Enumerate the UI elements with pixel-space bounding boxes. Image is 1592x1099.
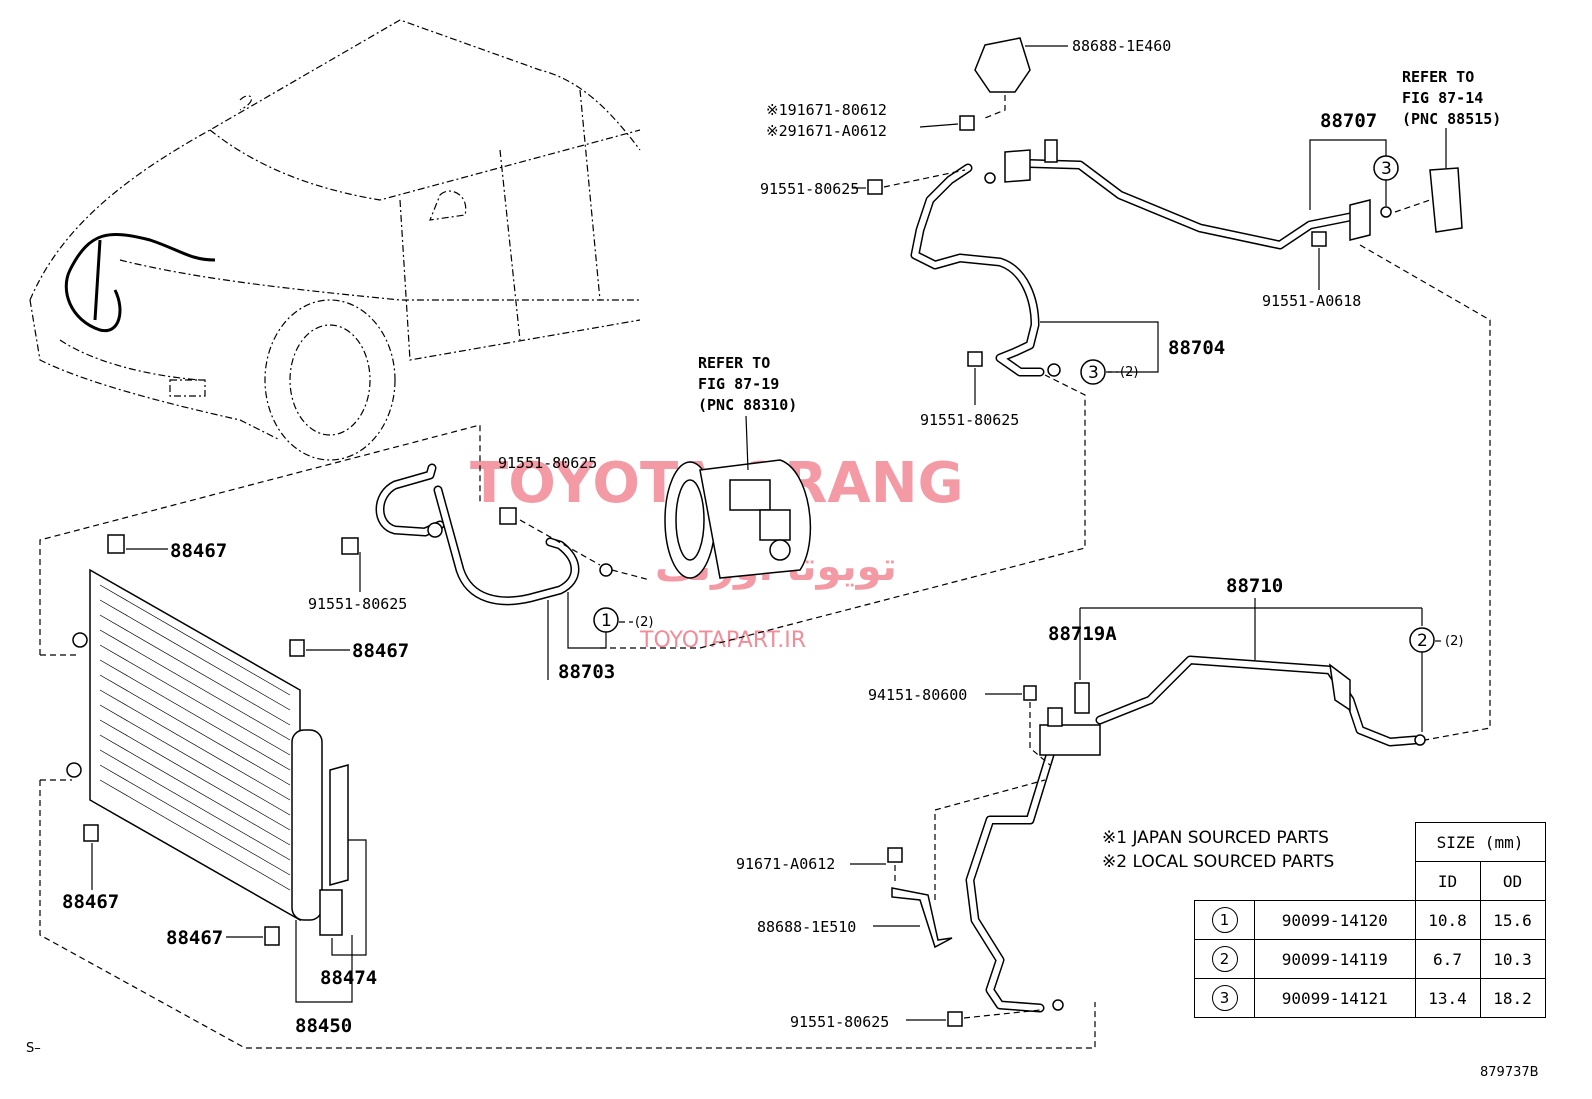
row-part-number: 90099-14121 xyxy=(1254,978,1416,1018)
ref-87-19-line1: REFER TO xyxy=(698,354,770,372)
compressor xyxy=(664,459,812,579)
bracket-88688-1e460 xyxy=(974,37,1031,93)
callout-2-right: 2 xyxy=(1417,631,1428,651)
row-id: 10.8 xyxy=(1414,900,1481,940)
table-header-od: OD xyxy=(1479,861,1546,901)
row-od: 18.2 xyxy=(1479,978,1546,1018)
label-88707: 88707 xyxy=(1320,110,1377,132)
row-mark: 2 xyxy=(1211,946,1238,972)
bracket-88688-1e510 xyxy=(891,887,953,949)
label-88467-bottom: 88467 xyxy=(166,927,223,949)
callout-3-top: 3 xyxy=(1381,159,1392,179)
qty-88710: (2) xyxy=(1445,634,1463,649)
o-ring-size-table: SIZE (mm) ID OD 1 90099-14120 10.8 15.6 … xyxy=(1194,822,1546,1018)
table-row: 1 90099-14120 10.8 15.6 xyxy=(1194,900,1546,940)
ref-87-14-line3: (PNC 88515) xyxy=(1402,110,1501,128)
row-od: 10.3 xyxy=(1479,939,1546,979)
expansion-valve xyxy=(1429,167,1463,233)
row-part-number: 90099-14120 xyxy=(1254,900,1416,940)
pipe-88707 xyxy=(1004,139,1392,250)
ref-87-14-line2: FIG 87-14 xyxy=(1402,89,1483,107)
condenser-assembly xyxy=(66,534,349,946)
label-91551-80625-top: 91551-80625 xyxy=(760,180,859,198)
table-row: 2 90099-14119 6.7 10.3 xyxy=(1194,939,1546,979)
label-88450: 88450 xyxy=(295,1015,352,1037)
hose-88703 xyxy=(375,463,613,606)
figure-number: 879737B xyxy=(1480,1065,1539,1080)
label-88467-mid: 88467 xyxy=(352,640,409,662)
row-id: 6.7 xyxy=(1414,939,1481,979)
ref-87-19-line3: (PNC 88310) xyxy=(698,396,797,414)
label-91671-a0612-top: ※291671-A0612 xyxy=(766,122,887,140)
qty-88704: (2) xyxy=(1120,365,1138,380)
label-88467-left: 88467 xyxy=(62,891,119,913)
tube-88710 xyxy=(965,655,1426,1013)
row-mark: 3 xyxy=(1211,985,1238,1011)
ref-87-14-line1: REFER TO xyxy=(1402,68,1474,86)
label-91551-80625-mid: 91551-80625 xyxy=(920,411,1019,429)
corner-mark: S– xyxy=(26,1041,41,1056)
watermark-site: TOYOTAPART.IR xyxy=(639,628,806,653)
table-header-size: SIZE (mm) xyxy=(1414,822,1546,862)
row-mark: 1 xyxy=(1211,907,1238,933)
label-88474: 88474 xyxy=(320,967,377,989)
label-88688-1e460: 88688-1E460 xyxy=(1072,37,1171,55)
callout-1: 1 xyxy=(601,611,612,631)
label-88703: 88703 xyxy=(558,661,615,683)
label-91671-a0612-bottom: 91671-A0612 xyxy=(736,855,835,873)
row-id: 13.4 xyxy=(1414,978,1481,1018)
label-91551-80625-bottom: 91551-80625 xyxy=(790,1013,889,1031)
sourcing-notes: ※1 JAPAN SOURCED PARTS ※2 LOCAL SOURCED … xyxy=(1102,826,1334,874)
label-91551-80625-left: 91551-80625 xyxy=(308,595,407,613)
table-header-id: ID xyxy=(1414,861,1481,901)
label-88688-1e510: 88688-1E510 xyxy=(757,918,856,936)
label-91551-a0618: 91551-A0618 xyxy=(1262,292,1361,310)
label-88710: 88710 xyxy=(1226,575,1283,597)
hose-88704 xyxy=(910,163,1061,377)
label-91551-80625-watermark: 91551-80625 xyxy=(498,454,597,472)
note-japan-sourced: ※1 JAPAN SOURCED PARTS xyxy=(1102,828,1329,848)
ref-87-19-line2: FIG 87-19 xyxy=(698,375,779,393)
vehicle-outline xyxy=(29,19,641,461)
label-94151-80600: 94151-80600 xyxy=(868,686,967,704)
label-88704: 88704 xyxy=(1168,337,1225,359)
qty-88703: (2) xyxy=(635,615,653,630)
row-part-number: 90099-14119 xyxy=(1254,939,1416,979)
callout-3-mid: 3 xyxy=(1088,363,1099,383)
table-row: 3 90099-14121 13.4 18.2 xyxy=(1194,978,1546,1018)
label-88467-top: 88467 xyxy=(170,540,227,562)
note-local-sourced: ※2 LOCAL SOURCED PARTS xyxy=(1102,852,1335,872)
row-od: 15.6 xyxy=(1479,900,1546,940)
label-91671-80612: ※191671-80612 xyxy=(766,101,887,119)
label-88719a: 88719A xyxy=(1048,623,1117,645)
